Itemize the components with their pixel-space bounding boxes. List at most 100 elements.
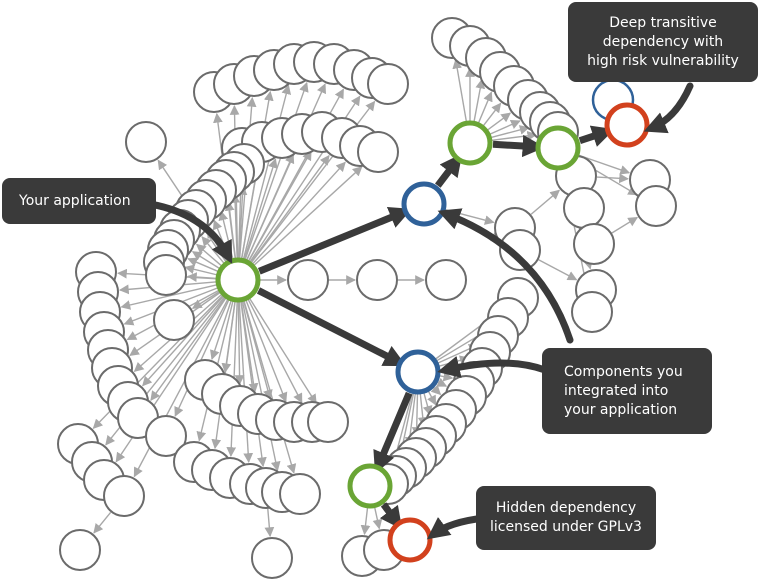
dependency-edge xyxy=(230,193,241,260)
dependency-edge xyxy=(243,300,297,474)
dependency-edge xyxy=(249,154,330,264)
callout-arrow-your-application xyxy=(146,200,233,264)
dependency-node xyxy=(499,229,541,271)
dependency-edge xyxy=(150,296,227,401)
dependency-node-green xyxy=(347,463,393,509)
dependency-node xyxy=(279,473,321,515)
dependency-node xyxy=(153,299,195,341)
dependency-edge xyxy=(247,150,312,263)
dependency-edge xyxy=(120,284,218,310)
dependency-edge xyxy=(248,297,317,405)
dependency-edge xyxy=(264,508,275,538)
dependency-edge xyxy=(452,58,468,123)
dependency-node xyxy=(573,223,615,265)
callout-deep-transitive-dependency-text: Deep transitive dependency with high ris… xyxy=(587,14,739,69)
component-node xyxy=(401,181,447,227)
dependency-edge xyxy=(530,189,561,215)
highlighted-nodes xyxy=(215,78,650,563)
callout-arrows xyxy=(146,82,694,540)
dependency-edge xyxy=(234,300,245,385)
dependency-node xyxy=(103,475,145,517)
dependency-edge xyxy=(142,295,225,387)
primary-edge xyxy=(256,287,407,367)
dependency-edge xyxy=(243,158,278,261)
dependency-edge xyxy=(422,392,433,416)
callout-arrow-components-bottom xyxy=(437,356,549,378)
callout-components-text: Components you integrated into your appl… xyxy=(564,363,683,418)
dependency-node xyxy=(125,121,167,163)
dependency-edge xyxy=(360,506,371,536)
callout-deep-transitive-dependency: Deep transitive dependency with high ris… xyxy=(568,2,758,82)
dependency-node xyxy=(571,291,613,333)
dependency-edge xyxy=(184,264,218,276)
dependency-node xyxy=(356,259,398,301)
dependency-edge xyxy=(430,384,442,396)
callout-hidden-dependency: Hidden dependency licensed under GPLv3 xyxy=(476,486,656,550)
dependency-edge xyxy=(187,257,219,273)
dependency-node xyxy=(307,401,349,443)
dependency-edge xyxy=(427,390,437,406)
primary-edge xyxy=(379,502,403,530)
dependency-edge xyxy=(473,78,486,123)
dependency-edge xyxy=(477,91,493,124)
callout-hidden-dependency-text: Hidden dependency licensed under GPLv3 xyxy=(490,500,642,535)
dependency-edge xyxy=(247,298,303,404)
dependency-edge xyxy=(224,200,237,260)
dependency-node xyxy=(425,259,467,301)
primary-dependency-edges xyxy=(256,125,615,530)
dependency-edge xyxy=(611,216,639,234)
callout-components: Components you integrated into your appl… xyxy=(542,348,712,434)
dependency-edge xyxy=(240,300,267,468)
callout-your-application: Your application xyxy=(2,178,156,224)
dependency-node-green xyxy=(535,125,581,171)
callout-arrow-deep-dependency xyxy=(643,82,694,134)
primary-edge xyxy=(373,391,413,474)
dependency-edge xyxy=(191,290,221,309)
dependency-node xyxy=(563,187,605,229)
dependency-node xyxy=(59,529,101,571)
dependency-edge xyxy=(245,299,288,403)
dependency-edge xyxy=(596,173,629,184)
dependency-edge xyxy=(238,300,254,463)
dependency-edge xyxy=(242,84,292,260)
dependency-node xyxy=(287,259,329,301)
primary-edge xyxy=(435,153,463,188)
dependency-edge xyxy=(174,298,230,417)
dependency-node xyxy=(145,415,187,457)
thin-dependency-edges xyxy=(92,58,639,538)
primary-edge xyxy=(578,125,615,147)
dependency-node xyxy=(145,254,187,296)
dependency-node-green xyxy=(447,120,493,166)
dependency-edge xyxy=(253,166,363,267)
callout-arrow-components-top xyxy=(437,208,574,344)
dependency-edge xyxy=(241,300,281,472)
dependency-edge xyxy=(438,371,454,382)
dependency-node xyxy=(357,131,399,173)
dependency-edge xyxy=(191,251,221,270)
dependency-edge xyxy=(93,511,112,534)
dependency-edge xyxy=(237,185,248,260)
dependency-edge xyxy=(244,81,309,261)
application-node xyxy=(215,257,261,303)
vulnerable-dependency-node xyxy=(604,102,650,148)
primary-edge xyxy=(257,207,412,275)
dependency-edge xyxy=(251,161,346,265)
dependency-edge xyxy=(486,112,512,132)
dependency-edge xyxy=(482,102,502,127)
dependency-node xyxy=(251,537,293,579)
dependency-edge xyxy=(538,259,578,281)
dependency-edge xyxy=(436,377,448,387)
gplv3-dependency-node xyxy=(387,517,433,563)
dependency-edge xyxy=(372,506,383,530)
dependency-nodes xyxy=(57,17,677,579)
dependency-edge xyxy=(245,153,295,262)
dependency-node xyxy=(635,185,677,227)
dependency-edge xyxy=(490,125,530,139)
dependency-node xyxy=(367,63,409,105)
callout-your-application-text: Your application xyxy=(19,192,131,209)
dependency-edge xyxy=(210,299,233,361)
dependency-edge xyxy=(488,119,521,136)
component-node xyxy=(395,349,441,395)
primary-edge xyxy=(492,134,545,158)
